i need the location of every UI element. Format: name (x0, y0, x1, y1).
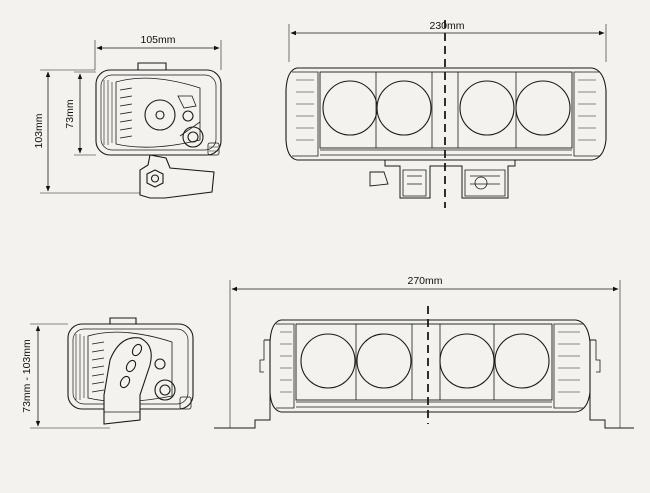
top-side-view (40, 40, 222, 199)
bolt-head (146, 169, 164, 188)
mounting-arm (103, 337, 152, 425)
side-housing (95, 69, 222, 156)
lens-5 (300, 333, 356, 389)
dim-label-73-103: 73mm - 103mm (21, 339, 33, 413)
top-front-view (285, 20, 607, 208)
lens-2 (376, 80, 432, 136)
dim-label-73: 73mm (64, 99, 76, 128)
lens-7 (439, 333, 495, 389)
lens-3 (459, 80, 515, 136)
dim-label-270: 270mm (407, 275, 442, 287)
lens-4 (515, 80, 571, 136)
front-housing (285, 67, 607, 161)
dim-label-230: 230mm (429, 20, 464, 32)
lens-1 (322, 80, 378, 136)
bottom-side-view (30, 317, 194, 429)
dim-label-103: 103mm (33, 113, 45, 148)
lens-6 (356, 333, 412, 389)
front-housing-2 (269, 319, 591, 413)
bottom-front-view (214, 280, 634, 429)
dim-label-105: 105mm (140, 34, 175, 46)
lens-8 (494, 333, 550, 389)
